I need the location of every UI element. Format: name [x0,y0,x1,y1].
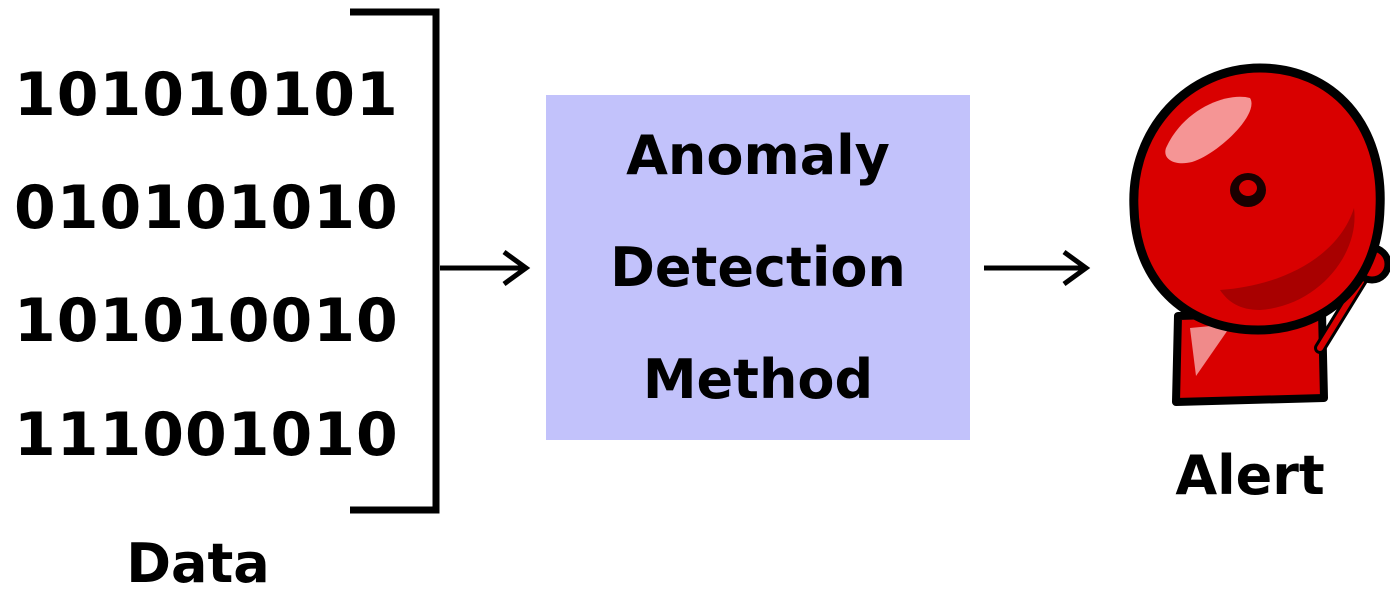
data-line-1: 101010101 [14,60,399,130]
alert-label: Alert [1175,444,1325,507]
arrow-to-alert [984,249,1091,287]
arrow-to-method [440,249,531,287]
method-line-2: Detection [610,235,906,299]
data-line-3: 101010010 [14,286,399,356]
data-line-4: 111001010 [14,400,399,470]
alarm-bell-icon [1129,63,1390,406]
method-line-3: Method [642,347,874,411]
anomaly-detection-method-box: Anomaly Detection Method [546,95,970,440]
method-line-1: Anomaly [626,123,890,187]
data-line-2: 010101010 [14,173,399,243]
data-bracket [350,8,440,514]
data-label: Data [126,532,270,595]
